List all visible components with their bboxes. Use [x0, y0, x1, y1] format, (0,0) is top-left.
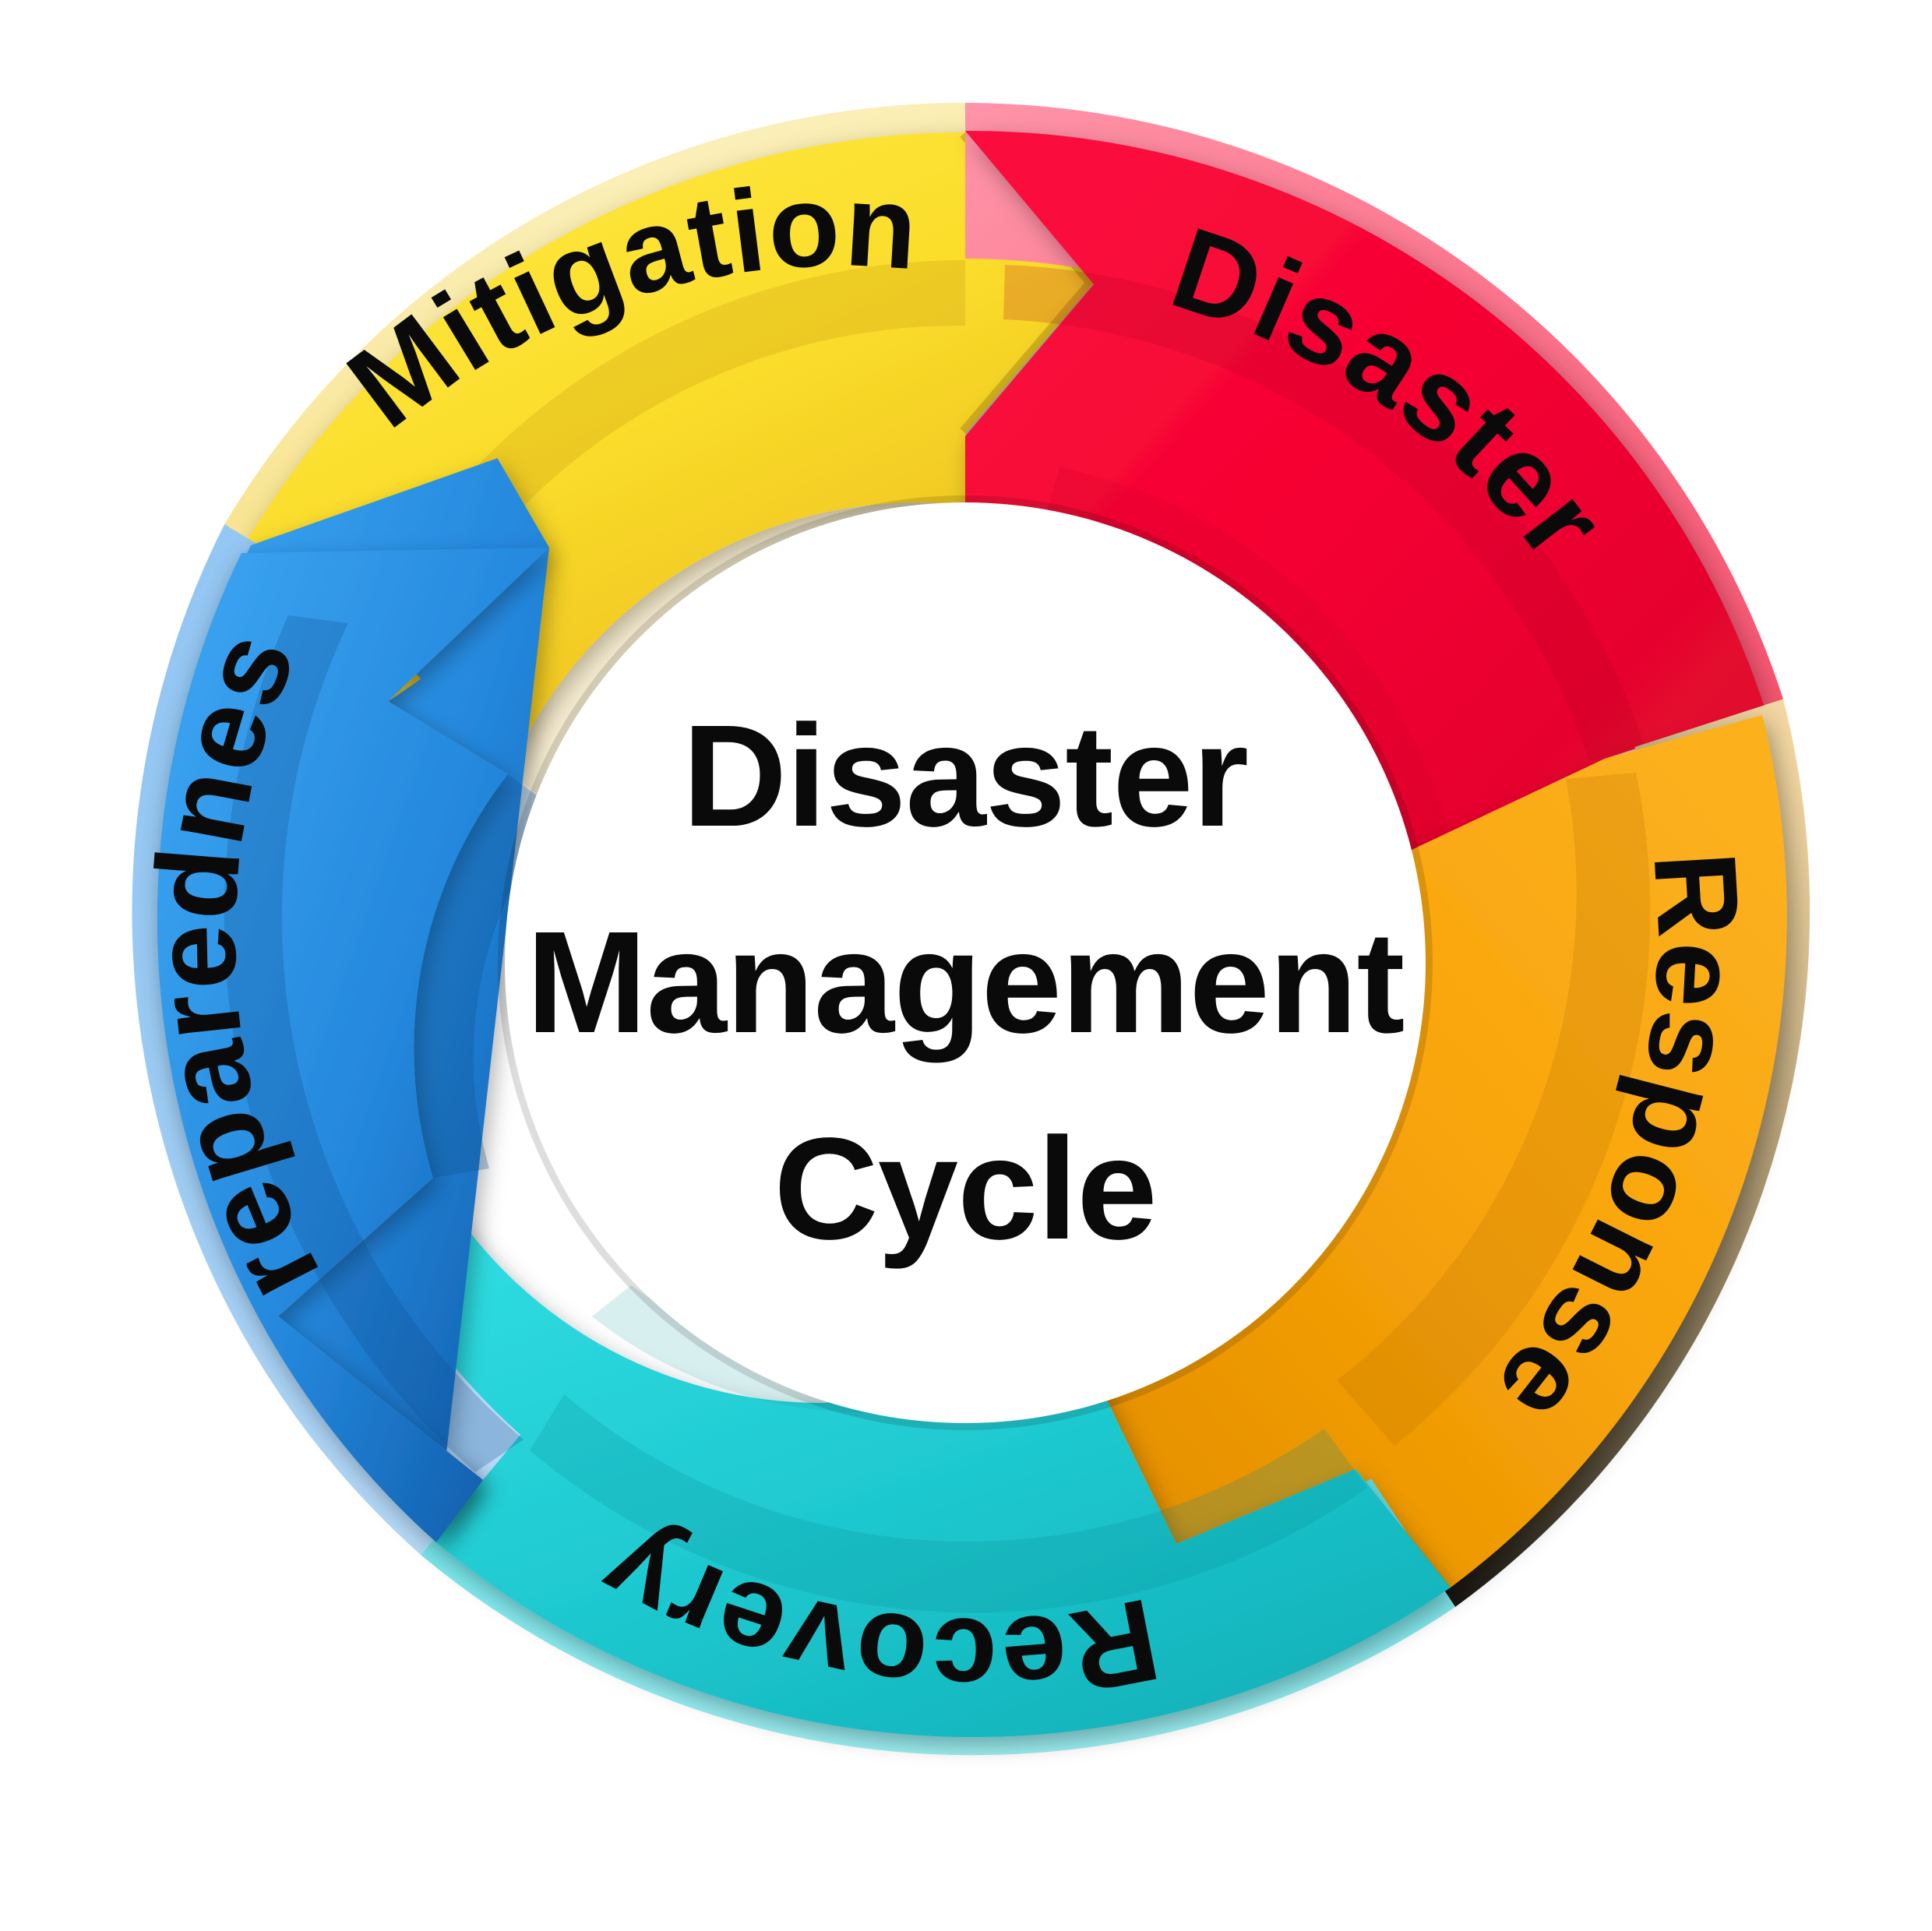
segment-preparedness-shading: [224, 615, 524, 1472]
center-title-line-2: Management: [527, 902, 1405, 1063]
segment-preparedness[interactable]: [132, 458, 559, 1555]
segment-preparedness-band[interactable]: [157, 548, 549, 1542]
segment-recovery-body[interactable]: [278, 1178, 1451, 1738]
center-title-line-1: Disaster: [682, 696, 1248, 857]
inner-disc: [505, 502, 1426, 1423]
segment-recovery-shading: [530, 1394, 1367, 1613]
segment-preparedness-shading2: [414, 774, 559, 1178]
segment-preparedness-body[interactable]: [157, 458, 549, 1542]
center-title: Disaster Management Cycle: [527, 696, 1405, 1270]
center-title-line-3: Cycle: [774, 1108, 1156, 1270]
segment-response-shading: [1337, 773, 1651, 1446]
segment-disaster-shading: [1003, 265, 1644, 762]
segment-mitigation-body[interactable]: [245, 132, 1094, 774]
segment-disaster-shading2: [1044, 467, 1454, 871]
